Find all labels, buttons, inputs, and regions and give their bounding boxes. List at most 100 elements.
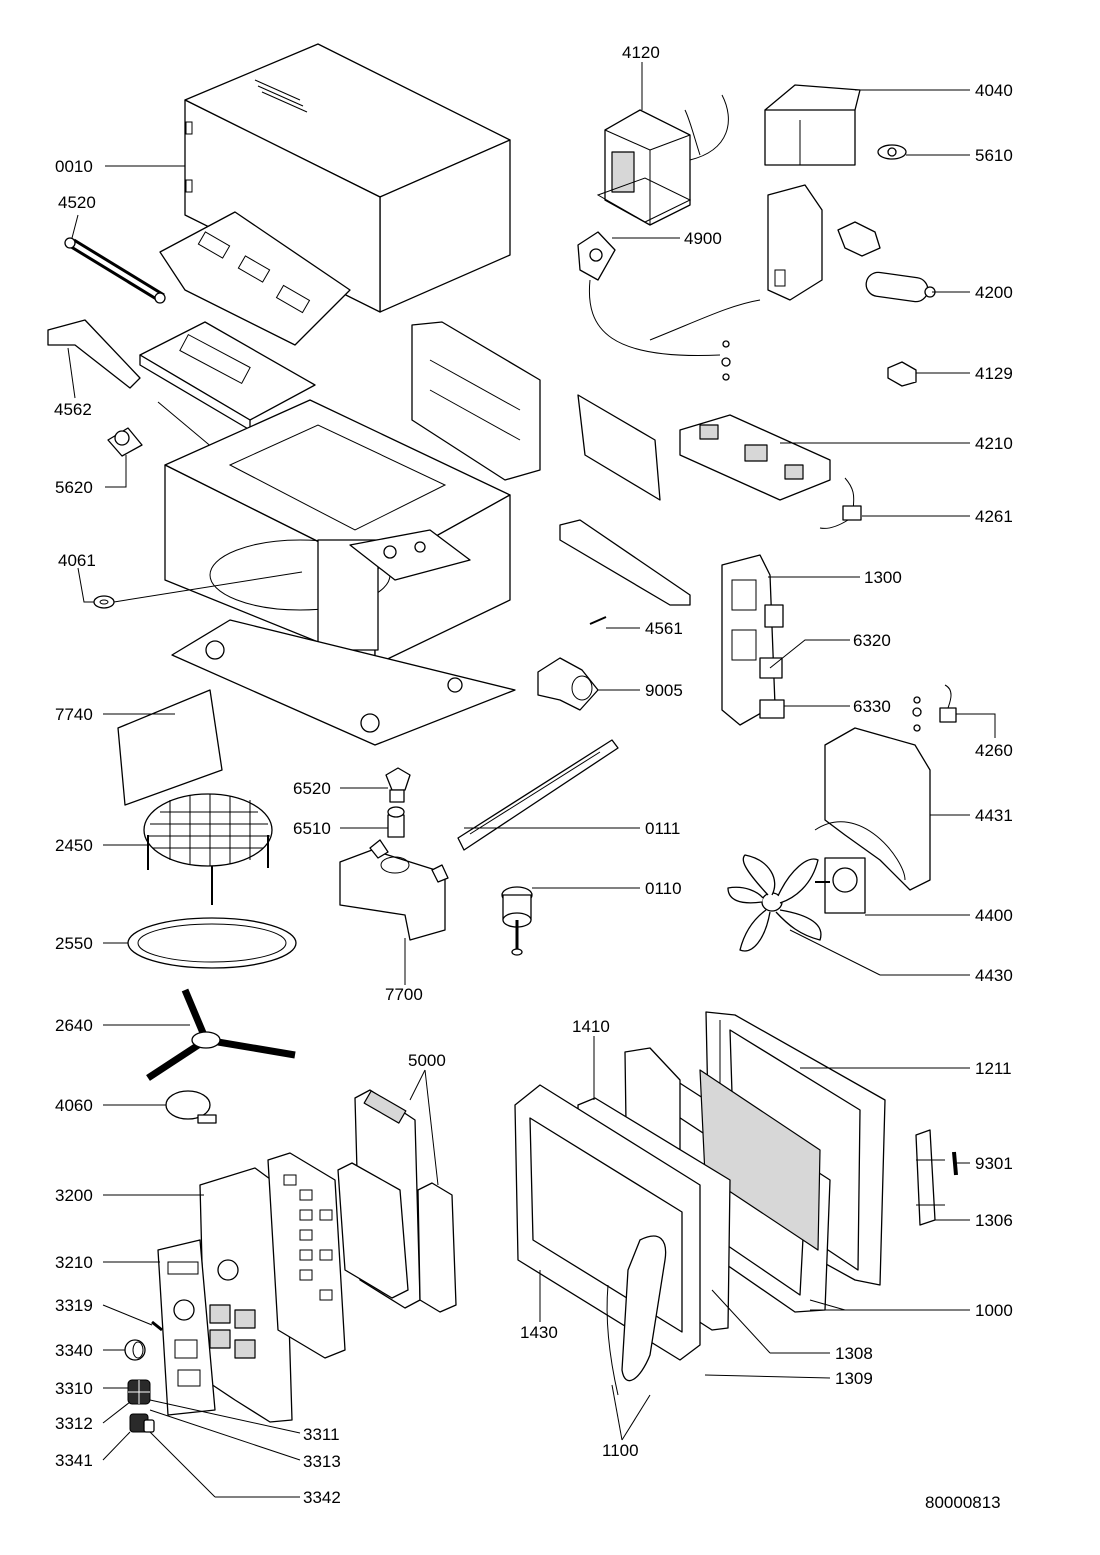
label-4060: 4060 [55,1096,93,1115]
label-4520: 4520 [58,193,96,212]
spring-3319-drawing [151,1320,163,1332]
spring-9301-drawing [952,1151,958,1176]
mica-cover-drawing [117,689,223,806]
label-3313: 3313 [303,1452,341,1471]
heater-rod-drawing [64,237,166,304]
label-1306: 1306 [975,1211,1013,1230]
label-3319: 3319 [55,1296,93,1315]
shield-plate-drawing [577,394,661,501]
top-mounting-plate-drawing [159,211,351,346]
label-3200: 3200 [55,1186,93,1205]
knob-drawing [124,1339,146,1361]
lamp-housing-drawing [339,839,449,941]
component-4129-drawing [887,361,917,387]
label-9005: 9005 [645,681,683,700]
latch-hook-drawing [915,1129,945,1226]
label-4400: 4400 [975,906,1013,925]
label-0111: 0111 [645,819,680,838]
transformer-drawing [596,94,729,226]
label-1309: 1309 [835,1369,873,1388]
label-4261: 4261 [975,507,1013,526]
label-0110: 0110 [645,879,682,898]
label-1300: 1300 [864,568,902,587]
label-4210: 4210 [975,434,1013,453]
grill-rack-drawing [143,793,273,905]
roller-ring-drawing [127,917,297,969]
fan-blade-drawing [727,854,822,952]
control-panel-plate-drawing [157,1239,256,1416]
label-3341: 3341 [55,1451,93,1470]
label-4900: 4900 [684,229,722,248]
label-6320: 6320 [853,631,891,650]
label-4061: 4061 [58,551,96,570]
label-2640: 2640 [55,1016,93,1035]
fan-motor-drawing [815,857,866,914]
pcb-assembly-drawing [337,1089,457,1313]
turntable-support-drawing [146,988,296,1081]
fuse-clip-5610-drawing [877,144,907,160]
label-1000: 1000 [975,1301,1013,1320]
magnetron-drawing [764,84,861,166]
label-6330: 6330 [853,697,891,716]
label-1410: 1410 [572,1017,610,1036]
support-bar-drawing [457,739,619,851]
label-2450: 2450 [55,836,93,855]
label-4200: 4200 [975,283,1013,302]
label-1308: 1308 [835,1344,873,1363]
label-3342: 3342 [303,1488,341,1507]
label-4561: 4561 [645,619,683,638]
turntable-motor-drawing [165,1090,217,1124]
bracket-4562-drawing [47,319,141,389]
label-9301: 9301 [975,1154,1013,1173]
label-3340: 3340 [55,1341,93,1360]
label-4430: 4430 [975,966,1013,985]
label-3210: 3210 [55,1253,93,1272]
label-3311: 3311 [303,1425,340,1444]
label-5610: 5610 [975,146,1013,165]
label-4129: 4129 [975,364,1013,383]
side-panel-drawing [411,321,541,481]
label-5620: 5620 [55,478,93,497]
label-1211: 1211 [975,1059,1012,1078]
label-1100: 1100 [602,1441,639,1460]
label-1430: 1430 [520,1323,558,1342]
fuse-4261-drawing [819,477,862,529]
button-3341-drawing [129,1413,155,1433]
control-panel-housing-drawing [199,1152,346,1423]
hinge-bracket-9005-drawing [537,657,599,711]
part-labels: 0010 4520 4562 5620 4061 7740 2450 2550 … [54,43,1013,1512]
lamp-drawing [385,767,411,838]
button-3310-drawing [127,1379,151,1405]
label-4260: 4260 [975,741,1013,760]
outer-cabinet-drawing [184,43,511,313]
label-3310: 3310 [55,1379,93,1398]
label-0010: 0010 [55,157,93,176]
drawing-number: 80000813 [925,1493,1001,1512]
label-3312: 3312 [55,1414,93,1433]
capacitor-drawing [865,271,936,303]
leader-lines [67,62,996,1498]
label-5000: 5000 [408,1051,446,1070]
capacitor-bracket-drawing [767,184,881,301]
label-7740: 7740 [55,705,93,724]
fuse-4260-drawing [912,684,957,732]
label-6510: 6510 [293,819,331,838]
label-6520: 6520 [293,779,331,798]
coupler-4061-drawing [93,571,303,609]
label-2550: 2550 [55,934,93,953]
foot-drawing [501,886,533,956]
waveguide-strip-drawing [559,519,691,625]
door-handle-drawing [606,1235,667,1396]
control-board-4210-drawing [679,414,831,501]
label-4040: 4040 [975,81,1013,100]
base-plate-drawing [171,619,516,746]
label-7700: 7700 [385,985,423,1004]
label-4562: 4562 [54,400,92,419]
label-4120: 4120 [622,43,660,62]
power-cord-drawing [577,231,761,381]
waveguide-plate-drawing [349,529,471,581]
fan-duct-drawing [814,727,931,891]
latch-frame-drawing [721,554,785,726]
label-4431: 4431 [975,806,1013,825]
